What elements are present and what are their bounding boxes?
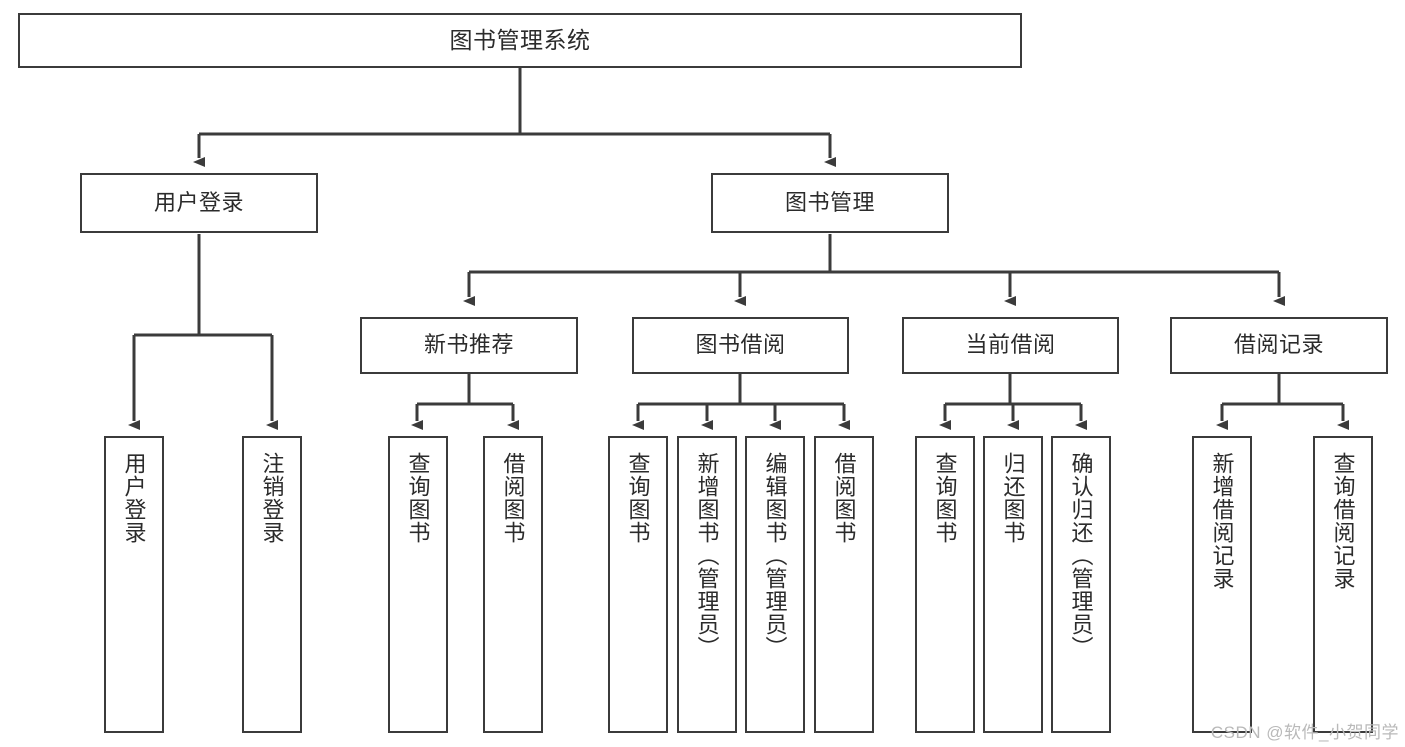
leaf-book-borrow-query-book[interactable]: 查询图书 (608, 436, 668, 733)
node-book-management[interactable]: 图书管理 (711, 173, 949, 233)
node-label: 查询图书 (625, 452, 651, 544)
node-root-book-management-system[interactable]: 图书管理系统 (18, 13, 1022, 68)
leaf-current-borrow-confirm-return-admin[interactable]: 确认归还（管理员） (1051, 436, 1111, 733)
node-label: 当前借阅 (965, 332, 1056, 358)
leaf-borrow-record-query-record[interactable]: 查询借阅记录 (1313, 436, 1373, 733)
node-label: 用户登录 (153, 189, 244, 215)
leaf-book-borrow-borrow-book[interactable]: 借阅图书 (814, 436, 874, 733)
node-label: 编辑图书（管理员） (762, 452, 788, 659)
node-label: 查询借阅记录 (1330, 452, 1356, 590)
leaf-book-borrow-add-book-admin[interactable]: 新增图书（管理员） (677, 436, 737, 733)
leaf-current-borrow-query-book[interactable]: 查询图书 (915, 436, 975, 733)
leaf-new-book-query-book[interactable]: 查询图书 (388, 436, 448, 733)
leaf-user-login-login[interactable]: 用户登录 (104, 436, 164, 733)
leaf-book-borrow-edit-book-admin[interactable]: 编辑图书（管理员） (745, 436, 805, 733)
leaf-borrow-record-add-record[interactable]: 新增借阅记录 (1192, 436, 1252, 733)
node-label: 确认归还（管理员） (1068, 452, 1094, 659)
leaf-new-book-borrow-book[interactable]: 借阅图书 (483, 436, 543, 733)
node-user-login[interactable]: 用户登录 (80, 173, 318, 233)
node-label: 图书管理系统 (449, 26, 591, 53)
watermark: CSDN @软件_小贺同学 (1210, 723, 1399, 742)
node-label: 查询图书 (932, 452, 958, 544)
node-label: 借阅图书 (500, 452, 526, 544)
node-label: 借阅记录 (1233, 332, 1324, 358)
node-book-borrow[interactable]: 图书借阅 (632, 317, 849, 374)
leaf-user-login-logout[interactable]: 注销登录 (242, 436, 302, 733)
node-label: 图书借阅 (695, 332, 786, 358)
node-label: 新增图书（管理员） (694, 452, 720, 659)
node-label: 注销登录 (259, 452, 285, 544)
leaf-current-borrow-return-book[interactable]: 归还图书 (983, 436, 1043, 733)
node-label: 图书管理 (784, 189, 875, 215)
node-label: 新书推荐 (423, 332, 514, 358)
node-borrow-record[interactable]: 借阅记录 (1170, 317, 1388, 374)
node-current-borrow[interactable]: 当前借阅 (902, 317, 1119, 374)
node-new-book-recommend[interactable]: 新书推荐 (360, 317, 578, 374)
node-label: 借阅图书 (831, 452, 857, 544)
node-label: 归还图书 (1000, 452, 1026, 544)
node-label: 用户登录 (121, 452, 147, 544)
node-label: 新增借阅记录 (1209, 452, 1235, 590)
node-label: 查询图书 (405, 452, 431, 544)
